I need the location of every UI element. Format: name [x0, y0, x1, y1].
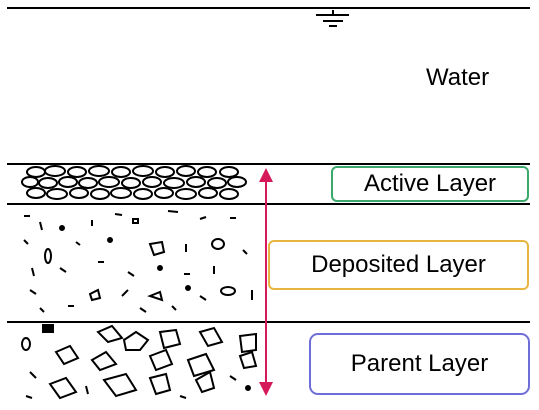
active-layer-box: Active Layer	[331, 166, 529, 202]
active-layer-label: Active Layer	[363, 170, 497, 197]
deposited-layer-particles	[23, 210, 253, 313]
layer-extent-arrow	[259, 168, 273, 396]
active-layer-gravel	[21, 165, 247, 200]
parent-layer-label: Parent Layer	[350, 350, 489, 377]
water-surface-icon	[316, 10, 349, 27]
deposited-layer-box: Deposited Layer	[268, 240, 529, 290]
water-label: Water	[426, 64, 490, 91]
deposited-layer-label: Deposited Layer	[311, 251, 486, 278]
parent-layer-box: Parent Layer	[309, 333, 530, 395]
parent-layer-rocks	[21, 324, 258, 400]
